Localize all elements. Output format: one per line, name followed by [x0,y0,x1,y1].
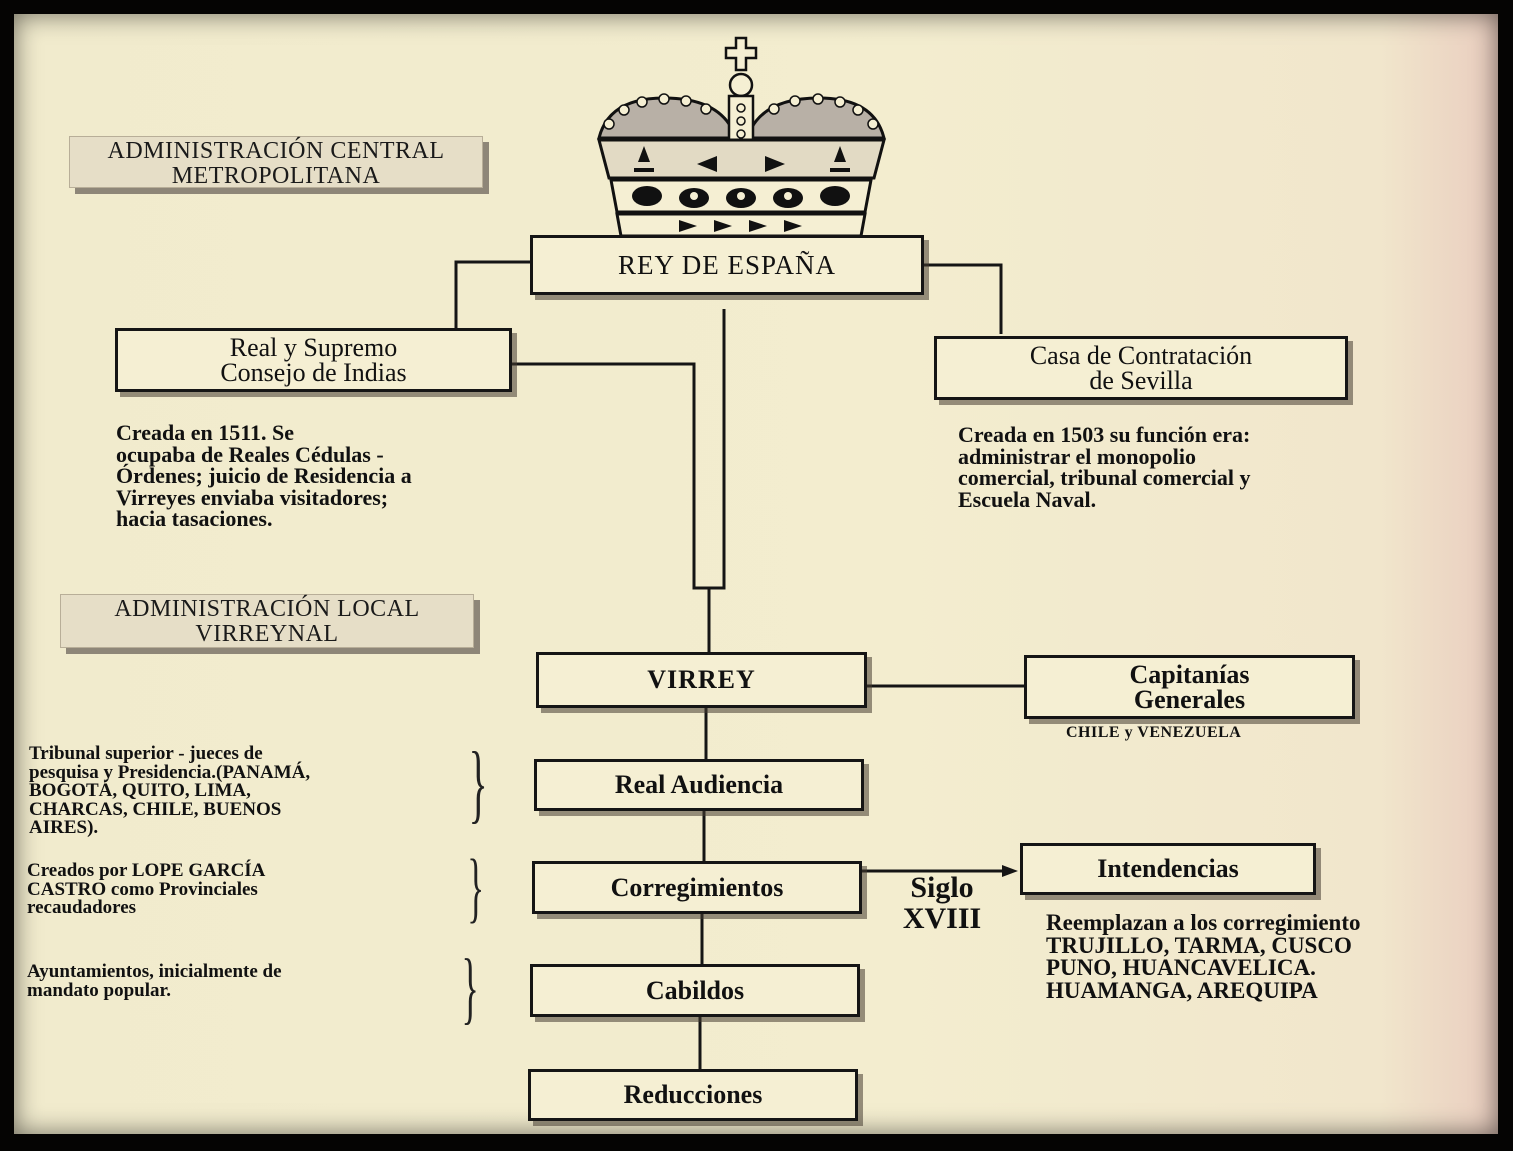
box-casa: Casa de Contratación de Sevilla [934,336,1348,400]
brace-corregimientos: } [467,843,485,930]
box-cabildos-label: Cabildos [645,975,745,1005]
note-capitanias: CHILE y VENEZUELA [1066,724,1242,741]
section-label-local-line2: VIRREYNAL [195,621,339,647]
box-capitanias-line1: Capitanías [1129,660,1250,689]
box-audiencia: Real Audiencia [534,759,864,811]
box-corregimientos: Corregimientos [532,861,862,914]
box-rey: REY DE ESPAÑA [530,235,924,295]
box-virrey-label: VIRREY [647,665,756,694]
box-consejo-line2: Consejo de Indias [220,358,407,387]
arrow-head [1002,865,1018,877]
box-consejo-line1: Real y Supremo [229,333,398,362]
box-capitanias-line2: Generales [1133,685,1246,714]
diagram-frame: ADMINISTRACIÓN CENTRAL METROPOLITANA ADM… [14,14,1498,1134]
box-virrey: VIRREY [536,652,867,708]
crown-icon [597,36,886,238]
box-intendencias-label: Intendencias [1097,854,1239,883]
box-casa-line2: de Sevilla [1089,366,1193,395]
line-rey-trunk-left [512,309,726,590]
section-label-central-line1: ADMINISTRACIÓN CENTRAL [107,138,445,164]
line-rey-casa [924,263,1003,334]
arrow-label-siglo: Siglo XVIII [882,872,1002,934]
note-consejo: Creada en 1511. Se ocupaba de Reales Céd… [116,420,412,531]
note-audiencia: Tribunal superior - jueces de pesquisa y… [29,743,311,838]
box-intendencias: Intendencias [1020,843,1316,895]
box-audiencia-label: Real Audiencia [614,770,784,799]
box-corregimientos-label: Corregimientos [610,872,784,902]
box-casa-line1: Casa de Contratación [1029,341,1253,370]
note-cabildos: Ayuntamientos, inicialmente de mandato p… [27,961,282,1001]
box-cabildos: Cabildos [530,964,860,1017]
brace-cabildos: } [461,944,479,1032]
note-casa: Creada en 1503 su función era: administr… [958,422,1251,512]
line-rey-consejo [454,260,530,329]
section-label-local-line1: ADMINISTRACIÓN LOCAL [114,596,420,622]
box-capitanias: Capitanías Generales [1024,655,1355,719]
box-reducciones-label: Reducciones [623,1080,763,1109]
arrow-label-line1: Siglo [910,871,974,904]
arrow-label-line2: XVIII [902,902,982,935]
box-rey-label: REY DE ESPAÑA [617,249,837,280]
note-intendencias: Reemplazan a los corregimiento TRUJILLO,… [1046,912,1361,1002]
connector-lines [454,36,1024,1069]
section-label-local: ADMINISTRACIÓN LOCAL VIRREYNAL [60,594,474,648]
brace-audiencia: } [468,735,488,832]
box-consejo: Real y Supremo Consejo de Indias [115,328,512,392]
section-label-central-line2: METROPOLITANA [171,163,381,189]
note-corregimientos: Creados por LOPE GARCÍA CASTRO como Prov… [27,860,266,918]
box-reducciones: Reducciones [528,1069,858,1121]
section-label-central: ADMINISTRACIÓN CENTRAL METROPOLITANA [69,136,483,189]
